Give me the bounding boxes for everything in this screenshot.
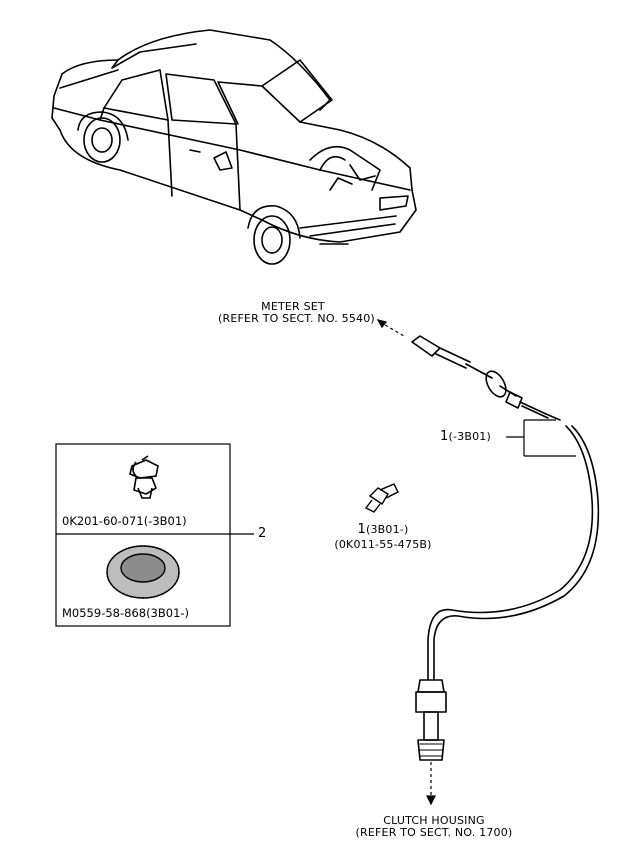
part1-lower-callout: 1(3B01-) (0K011-55-475B) <box>318 522 448 551</box>
sedan-car-icon <box>51 29 417 265</box>
clip-icon <box>129 455 159 499</box>
clutch-housing-label: CLUTCH HOUSING (REFER TO SECT. NO. 1700) <box>354 815 514 839</box>
callout-lines <box>230 319 576 806</box>
parts-box <box>55 443 231 627</box>
part1-lower-suffix: (3B01-) <box>365 523 409 536</box>
clutch-housing-title: CLUTCH HOUSING <box>383 814 485 827</box>
clutch-housing-ref: (REFER TO SECT. NO. 1700) <box>355 826 513 839</box>
box-upper-partno: 0K201-60-071(-3B01) <box>62 514 187 528</box>
meter-set-label: METER SET (REFER TO SECT. NO. 5540) <box>218 300 375 325</box>
grommet-icon <box>106 545 180 599</box>
part1-lower-line: 1(3B01-) <box>318 522 448 537</box>
part1-upper-number: 1 <box>440 429 449 444</box>
box-lower-partno: M0559-58-868(3B01-) <box>62 606 190 620</box>
part1-upper-callout: 1(-3B01) <box>440 429 491 444</box>
meter-set-title: METER SET <box>261 300 325 313</box>
drive-gear-icon <box>364 483 399 513</box>
meter-set-ref: (REFER TO SECT. NO. 5540) <box>218 312 375 325</box>
part1-upper-suffix: (-3B01) <box>448 430 491 443</box>
speedometer-cable-icon <box>411 335 600 761</box>
part1-lower-partno: (0K011-55-475B) <box>334 538 432 551</box>
part2-callout: 2 <box>258 526 267 541</box>
part1-lower-number: 1 <box>357 522 366 537</box>
